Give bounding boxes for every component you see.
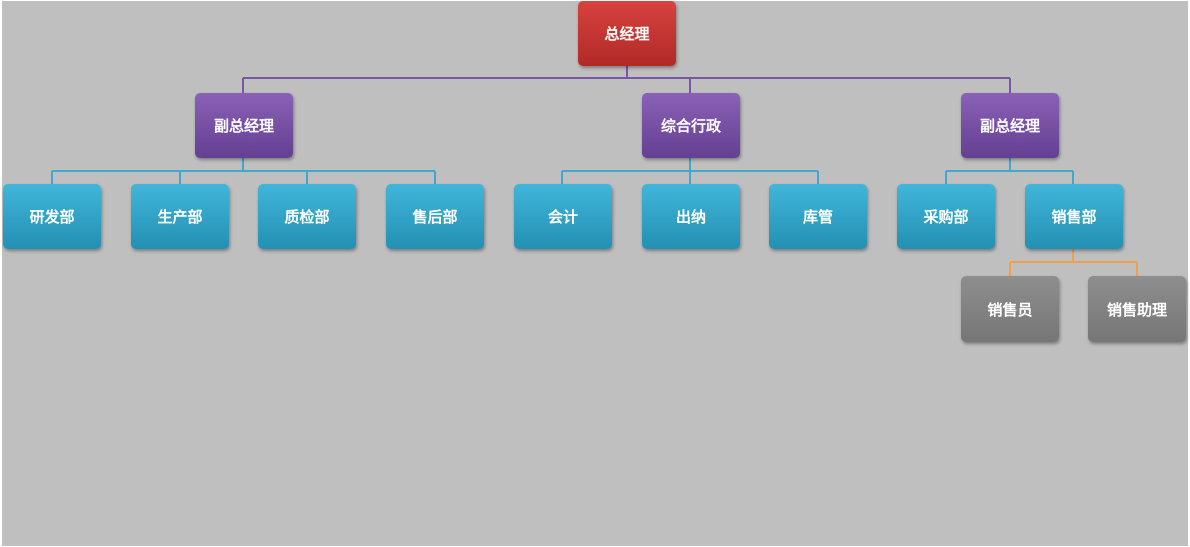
node-purchasing-dept[interactable]: 采购部: [897, 184, 995, 249]
node-after-sales-dept[interactable]: 售后部: [386, 184, 484, 249]
node-deputy-gm-1[interactable]: 副总经理: [195, 93, 293, 158]
node-production-dept[interactable]: 生产部: [131, 184, 229, 249]
connector-vp2-departments: [945, 158, 1074, 184]
connector-root-level1: [242, 66, 1011, 93]
connector-vp1-departments: [51, 158, 436, 184]
node-sales-assistant[interactable]: 销售助理: [1088, 276, 1186, 342]
node-accounting[interactable]: 会计: [514, 184, 612, 249]
node-qc-dept[interactable]: 质检部: [258, 184, 356, 249]
node-general-admin[interactable]: 综合行政: [642, 93, 740, 158]
connector-sales-staff: [1009, 249, 1138, 276]
node-sales-dept[interactable]: 销售部: [1025, 184, 1123, 249]
node-cashier[interactable]: 出纳: [642, 184, 740, 249]
connector-admin-departments: [561, 158, 819, 184]
node-warehouse[interactable]: 库管: [769, 184, 867, 249]
node-rnd-dept[interactable]: 研发部: [3, 184, 101, 249]
node-deputy-gm-2[interactable]: 副总经理: [961, 93, 1059, 158]
node-general-manager[interactable]: 总经理: [578, 1, 676, 66]
node-salesperson[interactable]: 销售员: [961, 276, 1059, 342]
